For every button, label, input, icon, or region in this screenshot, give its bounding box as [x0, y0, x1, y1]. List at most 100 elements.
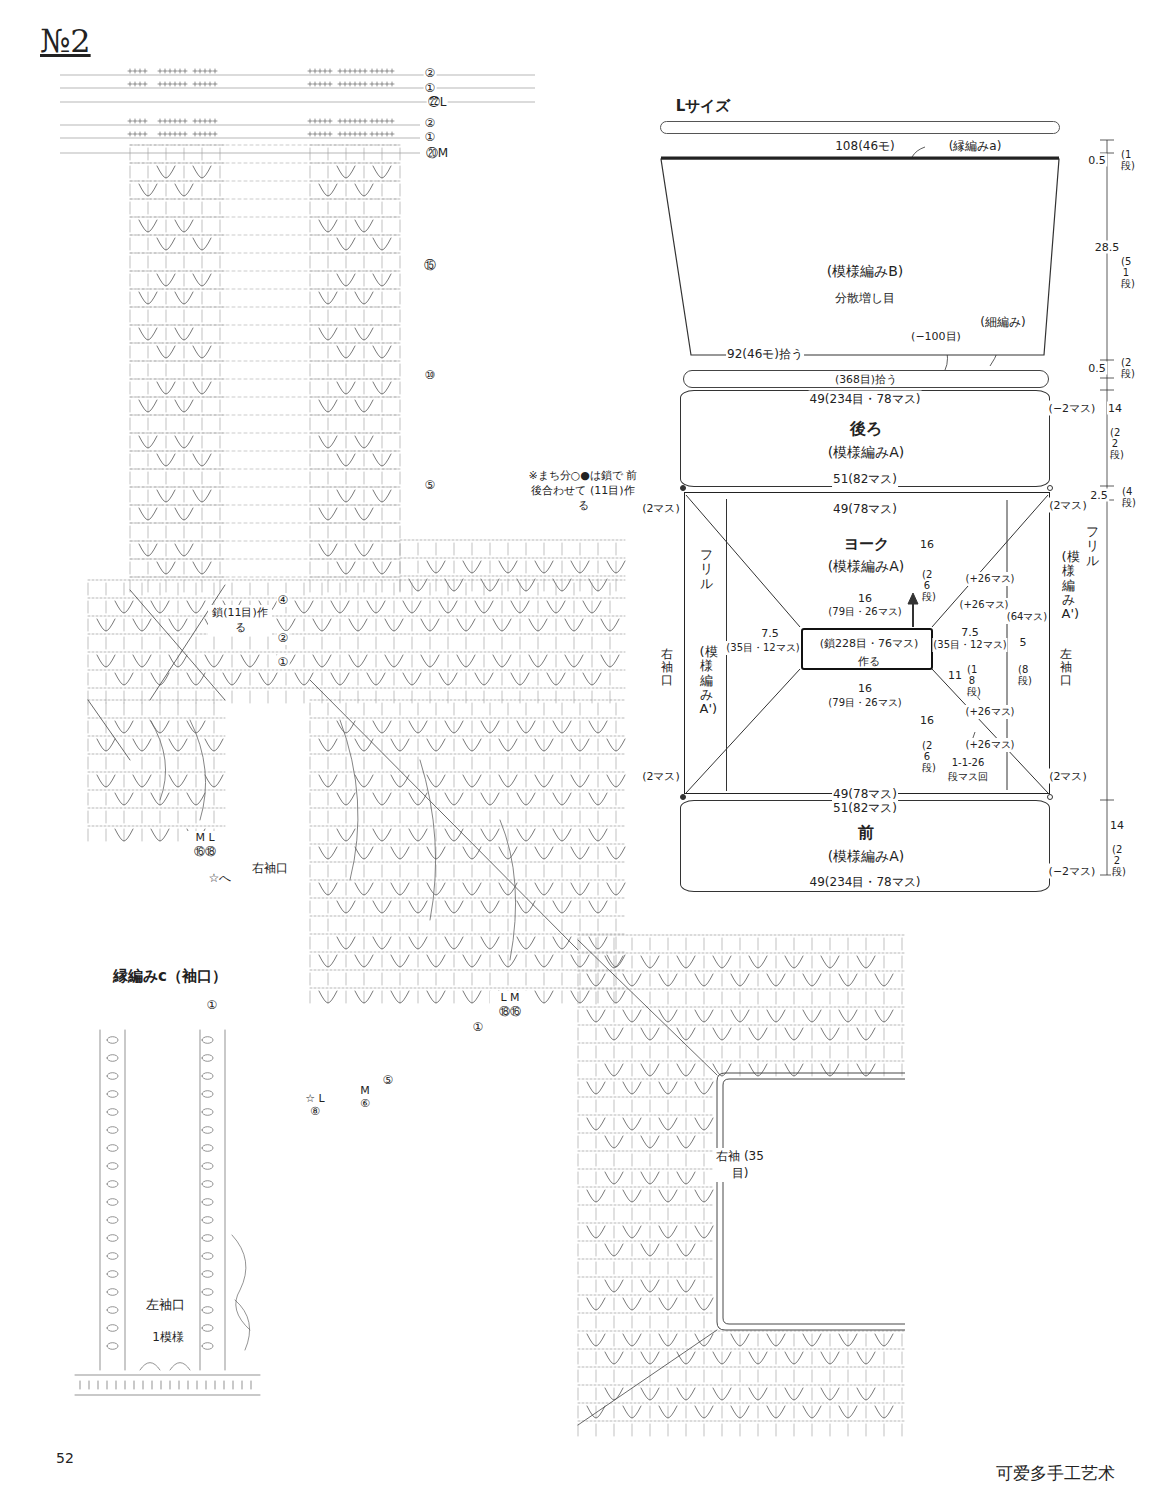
dimension-label: (4段)	[1121, 486, 1133, 508]
dimension-label: ②	[277, 631, 290, 645]
top-edge	[661, 157, 1059, 160]
width-bar	[660, 121, 1060, 134]
start-arrow	[912, 602, 914, 627]
stitch-symbols	[578, 935, 905, 1421]
dimension-label: ②	[424, 116, 437, 130]
dimension-label: (79目・26マス)	[827, 696, 902, 710]
corner-dot	[681, 486, 686, 491]
dimension-label: 段マス回	[947, 770, 989, 784]
dimension-label: ②	[424, 66, 437, 80]
dimension-label: (縁編みa)	[948, 138, 1003, 155]
node-heading: ヨーク	[844, 535, 889, 554]
row-rule	[60, 75, 535, 153]
dimension-label: (−100目)	[910, 329, 962, 344]
pattern-number: №2	[40, 22, 91, 60]
dimension-label: ①	[472, 1020, 485, 1034]
node-text: (模様編みA)	[828, 558, 905, 576]
dimension-label: ⑳M	[425, 145, 449, 162]
node-text: (模様編みA')	[700, 645, 713, 716]
dimension-label: 11	[947, 669, 963, 682]
dimension-label: 16	[857, 592, 873, 605]
node-heading: フリル	[1086, 525, 1099, 568]
dimension-label: 49(234目・78マス)	[809, 874, 922, 891]
trapezoid	[661, 159, 1059, 355]
dimension-label: 0.5	[1087, 362, 1107, 375]
dimension-label: (2段)	[1120, 357, 1132, 379]
stitch-symbols	[319, 721, 625, 1003]
node-text: 分散増し目	[835, 290, 895, 307]
stitch-symbols	[400, 543, 616, 591]
stitch-symbols	[88, 703, 214, 841]
corner-dot	[681, 795, 686, 800]
node-text: (模様編みA)	[828, 848, 905, 866]
dimension-label: Lサイズ	[675, 97, 732, 116]
dimension-label: 14	[1109, 819, 1125, 832]
node-heading: 後ろ	[850, 419, 882, 440]
node-heading: (鎖228目・76マス)	[820, 636, 919, 651]
dimension-label: (8段)	[1017, 664, 1029, 686]
node-heading: フリル	[700, 548, 713, 591]
dimension-label: ※まち分○●は鎖で 前後合わせて (11目)作る	[526, 468, 640, 513]
dimension-label: (1段)	[1120, 149, 1132, 171]
dimension-label: 右袖口	[660, 648, 674, 688]
node-heading: (368目)拾う	[835, 373, 897, 387]
dimension-label: (2マス)	[1048, 769, 1088, 784]
yoke-diagonal	[686, 495, 1048, 793]
node-text: 作る	[858, 654, 880, 669]
dimension-label: ①	[277, 655, 290, 669]
pickup-band: (368目)拾う	[683, 370, 1049, 388]
dimension-label: (22段)	[1109, 427, 1121, 460]
dimension-label: 縁編みc（袖口）	[112, 967, 228, 986]
stitch-symbols	[139, 166, 211, 574]
dimension-label: 7.5	[960, 626, 980, 639]
dimension-label: (35目・12マス)	[725, 641, 800, 655]
dimension-label: ⑩	[424, 368, 437, 382]
corner-dot	[1048, 486, 1053, 491]
dimension-label: 16	[919, 538, 935, 551]
dimension-label: (+26マス)	[965, 738, 1016, 752]
dimension-label: 1-1-26	[951, 757, 986, 768]
corner-dot	[1048, 795, 1053, 800]
dimension-label: (+26マス)	[965, 572, 1016, 586]
stitch-symbols	[75, 1030, 260, 1395]
stitch-symbols	[400, 540, 625, 576]
dimension-label: ④	[277, 593, 290, 607]
dimension-label: 右袖 (35目)	[714, 1148, 766, 1182]
dimension-label: 1模様	[151, 1329, 185, 1346]
dimension-label: 52	[55, 1450, 75, 1466]
dimension-label: ①	[206, 998, 219, 1012]
dimension-label: ⑮	[423, 257, 437, 274]
dimension-label: 92(46モ)拾う	[726, 346, 804, 363]
stitch-symbols	[310, 703, 616, 1003]
dimension-label: 51(82マス)	[832, 471, 898, 488]
dimension-label: 5	[1019, 636, 1028, 649]
dimension-label: ⑤	[424, 478, 437, 492]
stitch-symbols	[310, 148, 400, 592]
dimension-label: 16	[857, 682, 873, 695]
dimension-label: (2マス)	[641, 501, 681, 516]
dimension-label: 28.5	[1094, 241, 1121, 254]
dimension-label: 鎖(11目)作る	[208, 605, 272, 635]
dimension-label: 右袖口	[251, 860, 289, 877]
dimension-label: (26段)	[921, 740, 933, 773]
frill-strip: フリル(模様編みA')	[1052, 515, 1106, 641]
node-heading: (模様編みB)	[827, 263, 904, 281]
stitch-symbols	[130, 148, 220, 592]
stitch-symbols	[578, 938, 902, 1436]
dimension-label: (2マス)	[1048, 498, 1088, 513]
dimension-label: (51段)	[1120, 256, 1132, 289]
frill-strip: フリル (模様編みA')	[687, 499, 727, 791]
dimension-label: 0.5	[1087, 154, 1107, 167]
stitch-symbols	[409, 561, 625, 591]
dimension-label: 7.5	[760, 627, 780, 640]
dimension-label: (18段)	[966, 664, 978, 697]
dimension-label: (+26マス)	[959, 598, 1010, 612]
dimension-label: (−2マス)	[1048, 864, 1097, 879]
dimension-label: 49(78マス)	[832, 501, 898, 518]
dimension-label: 左袖口	[145, 1296, 186, 1314]
dimension-label: (細編み)	[979, 314, 1026, 331]
node-heading: 前	[858, 823, 874, 844]
dimension-label: (22段)	[1111, 844, 1123, 877]
stitch-symbols	[128, 69, 394, 136]
dimension-label: M L ⑯⑱	[187, 831, 223, 859]
